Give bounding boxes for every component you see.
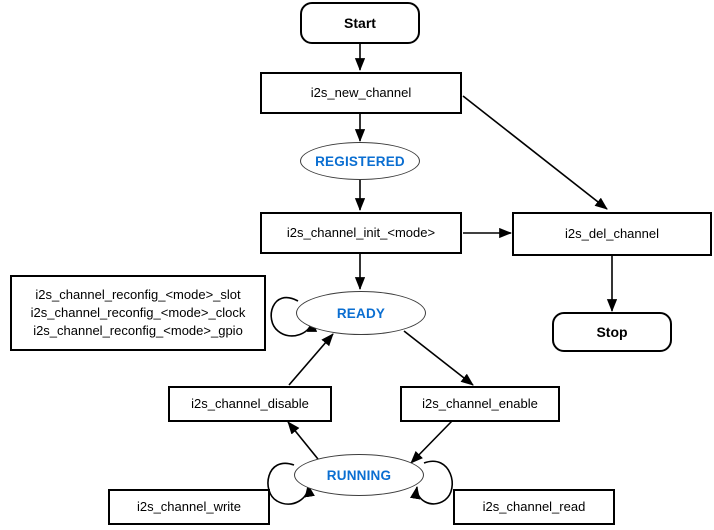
- reconfig-line-slot: i2s_channel_reconfig_<mode>_slot: [35, 287, 241, 302]
- node-start-label: Start: [344, 15, 376, 31]
- state-registered-label: REGISTERED: [315, 153, 405, 169]
- edge-disable-to-ready: [288, 333, 334, 386]
- node-i2s-new-channel-label: i2s_new_channel: [310, 85, 412, 100]
- node-i2s-channel-enable-label: i2s_channel_enable: [422, 396, 538, 411]
- node-i2s-channel-read-label: i2s_channel_read: [482, 499, 586, 514]
- edge-enable-to-running: [410, 420, 453, 464]
- edge-ready-to-enable: [403, 330, 474, 386]
- node-i2s-channel-disable-label: i2s_channel_disable: [191, 396, 309, 411]
- edge-running-self-loop-right: [410, 460, 453, 505]
- node-stop[interactable]: Stop: [552, 312, 672, 352]
- node-i2s-new-channel[interactable]: i2s_new_channel: [260, 72, 462, 114]
- state-registered[interactable]: REGISTERED: [300, 142, 420, 180]
- edge-running-to-disable: [287, 421, 323, 465]
- node-i2s-del-channel[interactable]: i2s_del_channel: [512, 212, 712, 256]
- node-i2s-channel-write[interactable]: i2s_channel_write: [108, 489, 270, 525]
- state-running-label: RUNNING: [326, 467, 392, 483]
- node-i2s-channel-enable[interactable]: i2s_channel_enable: [400, 386, 560, 422]
- state-ready-label: READY: [336, 305, 386, 321]
- node-start[interactable]: Start: [300, 2, 420, 44]
- node-i2s-del-channel-label: i2s_del_channel: [565, 226, 659, 241]
- node-stop-label: Stop: [596, 324, 628, 340]
- edge-running-self-loop-left: [267, 462, 315, 505]
- node-reconfig-group[interactable]: i2s_channel_reconfig_<mode>_slot i2s_cha…: [10, 275, 266, 351]
- node-i2s-channel-read[interactable]: i2s_channel_read: [453, 489, 615, 525]
- node-i2s-channel-init-mode-label: i2s_channel_init_<mode>: [286, 225, 436, 240]
- edge-new-channel-to-del-channel: [462, 95, 608, 210]
- state-running[interactable]: RUNNING: [294, 454, 424, 496]
- node-i2s-channel-write-label: i2s_channel_write: [136, 499, 242, 514]
- reconfig-line-clock: i2s_channel_reconfig_<mode>_clock: [30, 305, 246, 320]
- edge-ready-self-loop: [270, 296, 318, 337]
- state-ready[interactable]: READY: [296, 291, 426, 335]
- reconfig-line-gpio: i2s_channel_reconfig_<mode>_gpio: [33, 323, 243, 338]
- node-i2s-channel-disable[interactable]: i2s_channel_disable: [168, 386, 332, 422]
- node-i2s-channel-init-mode[interactable]: i2s_channel_init_<mode>: [260, 212, 462, 254]
